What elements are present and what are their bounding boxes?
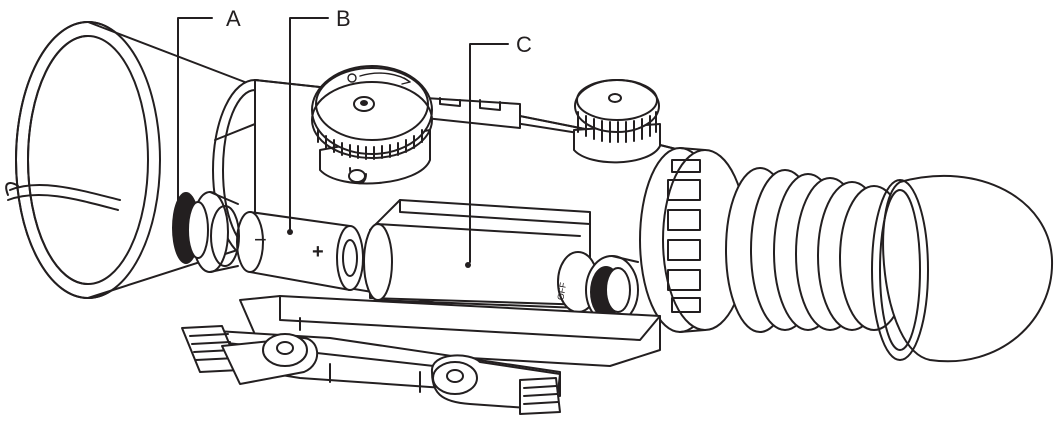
lens-strap xyxy=(5,182,121,211)
eyepiece-ring xyxy=(639,147,748,333)
dial-knurl xyxy=(317,129,423,160)
mount-right-lever xyxy=(430,354,561,415)
switch-off-label: OFF xyxy=(555,281,568,301)
top-right-knob xyxy=(573,79,661,164)
battery-cap-knob xyxy=(172,191,240,273)
leader-c xyxy=(469,43,509,263)
mount-left-lever xyxy=(181,325,319,385)
leader-a xyxy=(177,17,213,227)
rubber-eyecup xyxy=(871,174,1054,363)
battery-plus-sign: + xyxy=(312,241,324,263)
battery-compartment xyxy=(363,199,591,309)
callout-a: A xyxy=(226,6,241,31)
battery-minus-sign: − xyxy=(254,227,267,252)
leader-b xyxy=(289,17,329,233)
callout-b: B xyxy=(336,6,351,31)
top-rotary-dial xyxy=(311,65,433,185)
callout-leaders xyxy=(177,17,509,263)
battery: − + xyxy=(236,211,364,291)
callout-c: C xyxy=(516,32,532,57)
